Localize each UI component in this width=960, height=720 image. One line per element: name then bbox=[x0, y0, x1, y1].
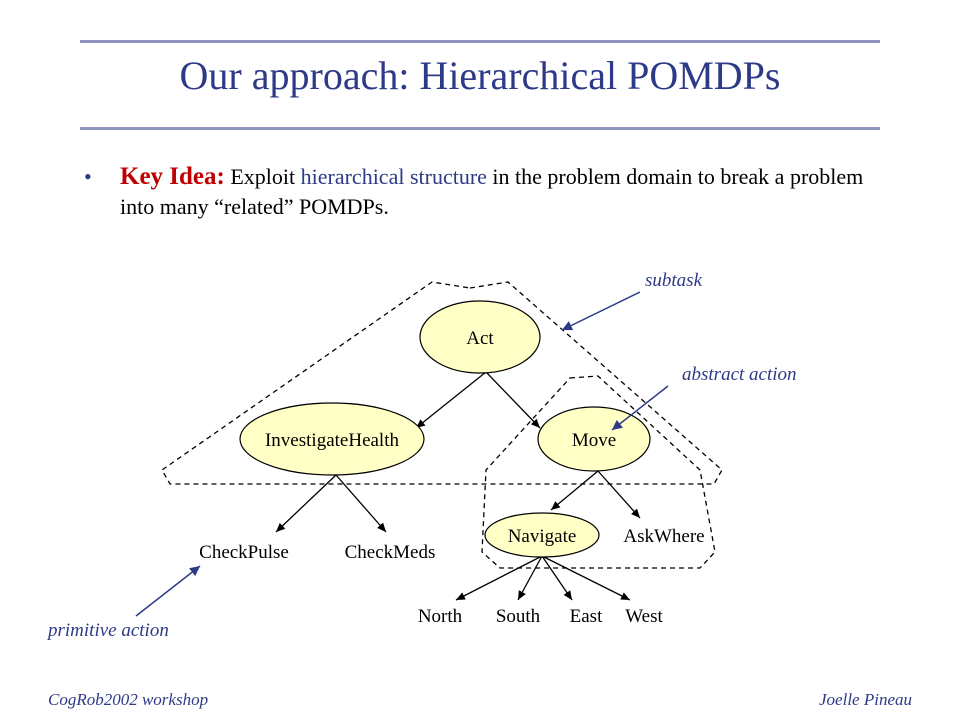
node-move-label: Move bbox=[572, 430, 616, 451]
leaf-north: North bbox=[418, 606, 463, 627]
node-investigatehealth: InvestigateHealth bbox=[239, 402, 425, 476]
abstract-action-region-outline bbox=[481, 375, 716, 569]
bullet-text-after: in the problem domain to break a problem… bbox=[120, 164, 864, 219]
edge-move-askwhere bbox=[597, 470, 641, 519]
primitive-action-arrow bbox=[135, 565, 201, 617]
leaf-checkpulse: CheckPulse bbox=[199, 542, 289, 563]
node-navigate-label: Navigate bbox=[508, 526, 577, 547]
leaf-south: South bbox=[496, 606, 541, 627]
node-act-label: Act bbox=[466, 328, 494, 349]
annotation-primitive-action: primitive action bbox=[46, 620, 169, 641]
node-navigate: Navigate bbox=[484, 512, 600, 558]
leaf-askwhere: AskWhere bbox=[623, 526, 704, 547]
footer-author: Joelle Pineau bbox=[819, 690, 912, 709]
bullet-text-before: Exploit bbox=[224, 164, 301, 189]
key-idea-bullet: • Key Idea: Exploit hierarchical structu… bbox=[84, 162, 874, 222]
edge-investigatehealth-checkpulse bbox=[275, 474, 337, 533]
edge-investigatehealth-checkmeds bbox=[335, 474, 387, 533]
bullet-dot-icon: • bbox=[84, 164, 92, 189]
slide-title: Our approach: Hierarchical POMDPs bbox=[179, 53, 781, 98]
node-investigatehealth-label: InvestigateHealth bbox=[265, 430, 400, 451]
edge-navigate-east bbox=[541, 555, 573, 601]
annotation-abstract-action: abstract action bbox=[682, 364, 797, 385]
title-rule-bottom bbox=[80, 127, 880, 130]
edge-move-navigate bbox=[550, 470, 599, 511]
node-act: Act bbox=[419, 300, 541, 374]
key-idea-colon: : bbox=[216, 163, 225, 190]
edge-act-move bbox=[485, 371, 541, 429]
subtask-region-outline bbox=[161, 281, 723, 485]
leaf-west: West bbox=[625, 606, 663, 627]
edge-act-investigatehealth bbox=[415, 371, 487, 429]
node-move: Move bbox=[537, 406, 651, 472]
edge-navigate-west bbox=[541, 555, 631, 601]
edge-navigate-south bbox=[517, 555, 543, 601]
footer-workshop: CogRob2002 workshop bbox=[48, 690, 209, 709]
key-idea-label: Key Idea bbox=[120, 163, 217, 190]
subtask-arrow bbox=[561, 291, 641, 331]
bullet-text: Key Idea: Exploit hierarchical structure… bbox=[120, 162, 874, 222]
leaf-checkmeds: CheckMeds bbox=[345, 542, 436, 563]
title-rule-top bbox=[80, 40, 880, 43]
annotation-subtask: subtask bbox=[645, 270, 703, 291]
bullet-highlight: hierarchical structure bbox=[300, 164, 487, 189]
edge-navigate-north bbox=[455, 555, 543, 601]
leaf-east: East bbox=[570, 606, 603, 627]
abstract-action-arrow bbox=[611, 385, 669, 431]
